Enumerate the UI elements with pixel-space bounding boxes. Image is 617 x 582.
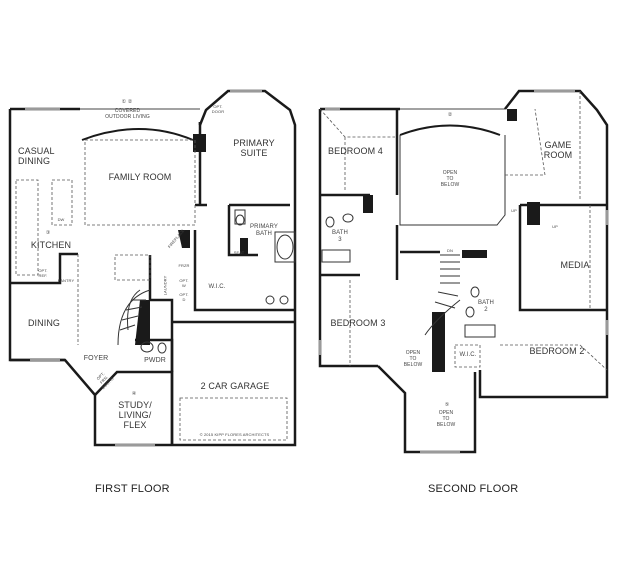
freezer-label: FRZR — [178, 263, 190, 268]
open-below-rail — [399, 135, 506, 226]
dishwasher-label: DW — [57, 217, 65, 222]
opt-dryer-label: OPT. D — [179, 292, 189, 302]
game-room-label: GAME ROOM — [543, 140, 573, 160]
second-floor-walls — [318, 89, 609, 454]
primary-suite-label: PRIMARY SUITE — [233, 138, 275, 158]
open-arc — [399, 124, 501, 136]
first-floor-fixtures — [140, 209, 296, 354]
second-floor-solid-walls — [363, 109, 540, 372]
first-floor-stair — [117, 289, 151, 346]
foyer-label: FOYER — [83, 355, 109, 362]
stair-down-label: DN — [447, 248, 453, 253]
kitchen-marker: ③ — [45, 230, 51, 236]
open-top-marker: ② — [447, 112, 453, 118]
wic-label-first: W.I.C. — [208, 284, 226, 290]
covered-outdoor-living-label: COVERED OUTDOOR LIVING — [105, 108, 150, 120]
open-to-below-mid-label: OPEN TO BELOW — [403, 350, 423, 368]
open-to-below-bottom-label: OPEN TO BELOW — [436, 410, 456, 428]
open-bottom-marker: ⑤ — [444, 402, 450, 408]
garage-label: 2 CAR GARAGE — [200, 381, 270, 391]
copyright-label: © 2015 KIPP FLORES ARCHITECTS — [199, 432, 270, 437]
bath-3-label: BATH 3 — [332, 230, 348, 243]
bath-2-label: BATH 2 — [478, 300, 494, 313]
powder-label: PWDR — [144, 357, 166, 364]
bedroom-3-label: BEDROOM 3 — [330, 318, 386, 328]
stair-up-label-1: UP — [511, 208, 517, 213]
stair-up-label-2: UP — [552, 224, 558, 229]
first-floor-dashed — [15, 139, 288, 441]
dining-label: DINING — [27, 318, 61, 328]
primary-bath-label: PRIMARY BATH — [250, 224, 278, 237]
second-floor-title: SECOND FLOOR — [428, 483, 519, 495]
second-floor-fixtures — [321, 213, 496, 338]
study-marker: ④ — [131, 391, 137, 397]
laundry-label: LAUNDRY — [162, 275, 168, 296]
bedroom-2-label: BEDROOM 2 — [529, 346, 585, 356]
second-floor-dashed — [319, 91, 608, 371]
second-floor-stair — [424, 254, 461, 336]
bedroom-4-label: BEDROOM 4 — [328, 146, 383, 156]
study-label: STUDY/ LIVING/ FLEX — [118, 400, 152, 430]
first-floor-title: FIRST FLOOR — [95, 483, 170, 495]
media-label: MEDIA — [560, 260, 590, 270]
seat-label: SEAT — [233, 250, 245, 255]
pantry-label: PANTRY — [57, 278, 75, 283]
windows — [25, 90, 262, 446]
kitchen-label: KITCHEN — [30, 240, 72, 250]
first-floor-solid-walls — [135, 134, 248, 345]
outdoor-arc — [81, 128, 194, 141]
family-room-label: FAMILY ROOM — [108, 172, 172, 182]
opt-washer-label: OPT. W — [179, 278, 189, 288]
wic-label-second: W.I.C. — [459, 352, 477, 358]
opt-door-label: OPT. DOOR — [211, 104, 225, 114]
outdoor-markers: ① ② — [121, 99, 133, 105]
open-to-below-top-label: OPEN TO BELOW — [440, 170, 460, 188]
opt-ref-label: OPT. REF. — [38, 268, 48, 278]
second-floor-windows — [319, 90, 608, 453]
casual-dining-label: CASUAL DINING — [18, 146, 55, 166]
